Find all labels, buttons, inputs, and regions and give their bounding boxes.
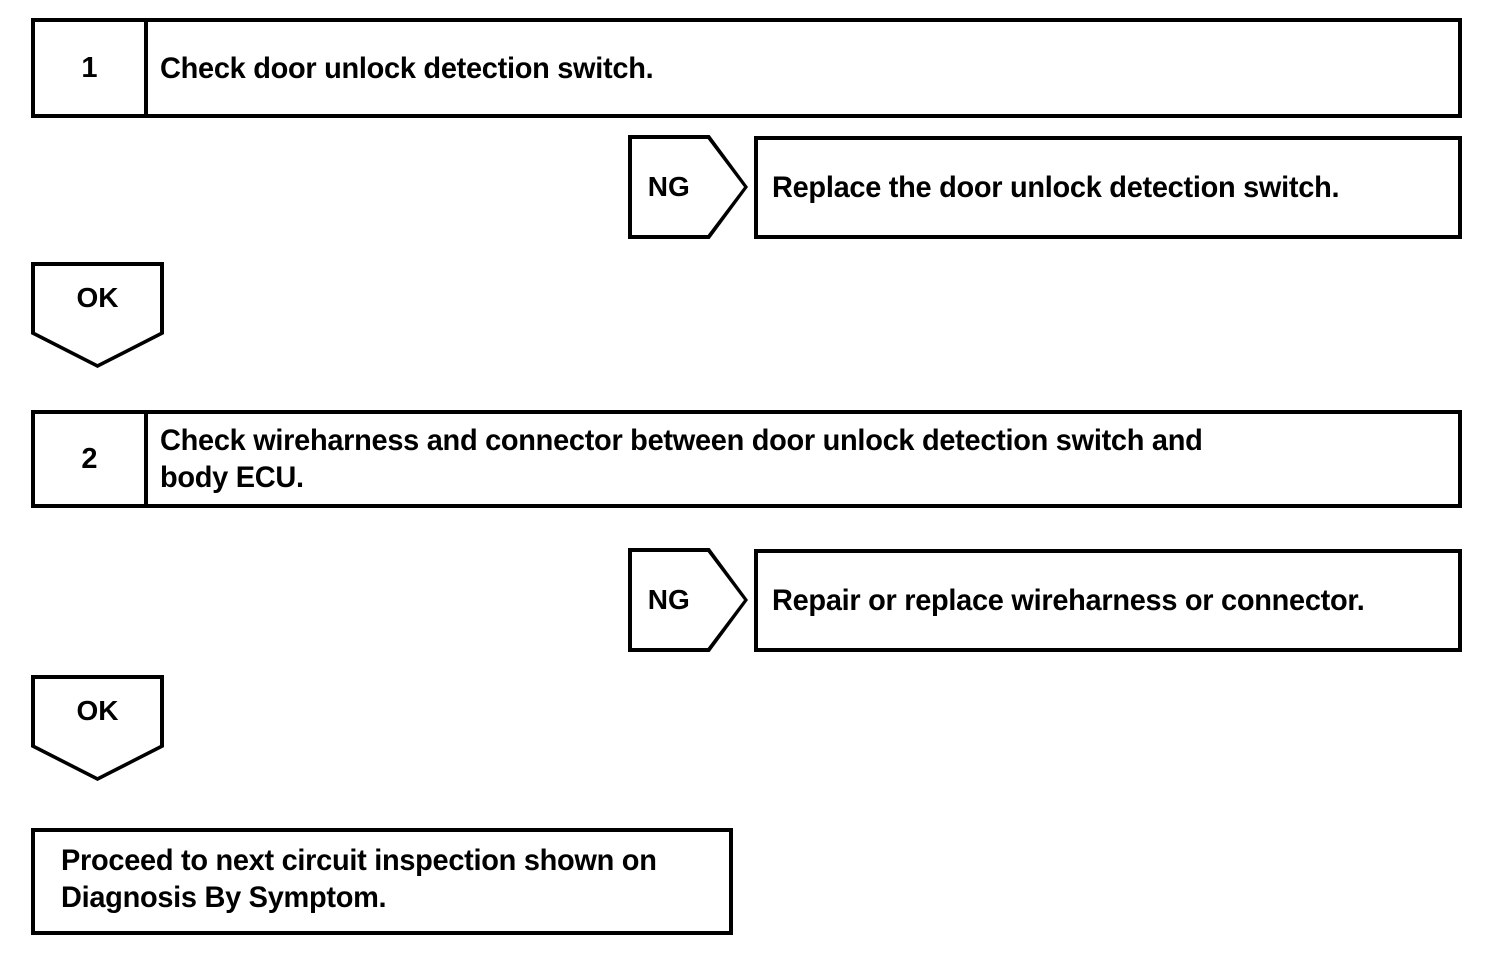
ng-arrow-1-label: NG — [647, 171, 690, 202]
step-1-text-cell: Check door unlock detection switch. — [148, 22, 1458, 114]
step-1-box[interactable]: 1 Check door unlock detection switch. — [31, 18, 1462, 118]
final-result-text: Proceed to next circuit inspection shown… — [61, 842, 657, 916]
ng-arrow-2[interactable]: NG — [628, 548, 748, 652]
step-1-number: 1 — [81, 51, 98, 84]
final-result-box[interactable]: Proceed to next circuit inspection shown… — [31, 828, 733, 935]
step-2-number: 2 — [81, 442, 98, 475]
step-1-number-cell: 1 — [35, 22, 148, 114]
ng-arrow-2-label: NG — [647, 584, 690, 615]
ok-arrow-1-label: OK — [76, 282, 119, 314]
step-2-text-line-2: body ECU. — [160, 461, 304, 494]
final-result-line-1: Proceed to next circuit inspection shown… — [61, 844, 657, 877]
step-2-number-cell: 2 — [35, 414, 148, 504]
step-2-text-cell: Check wireharness and connector between … — [148, 414, 1458, 504]
ng-result-text-1: Replace the door unlock detection switch… — [772, 171, 1340, 204]
step-2-box[interactable]: 2 Check wireharness and connector betwee… — [31, 410, 1462, 508]
ok-arrow-2[interactable]: OK — [31, 675, 164, 781]
final-result-line-2: Diagnosis By Symptom. — [61, 881, 387, 914]
step-1-text: Check door unlock detection switch. — [160, 51, 654, 85]
ok-arrow-2-label: OK — [76, 695, 119, 727]
step-2-text-line-1: Check wireharness and connector between … — [160, 424, 1203, 457]
ok-arrow-1[interactable]: OK — [31, 262, 164, 368]
ng-result-text-2: Repair or replace wireharness or connect… — [772, 584, 1365, 617]
ng-result-box-2[interactable]: Repair or replace wireharness or connect… — [754, 549, 1462, 652]
step-2-text: Check wireharness and connector between … — [160, 422, 1203, 496]
ng-arrow-1[interactable]: NG — [628, 135, 748, 239]
ng-result-box-1[interactable]: Replace the door unlock detection switch… — [754, 136, 1462, 239]
